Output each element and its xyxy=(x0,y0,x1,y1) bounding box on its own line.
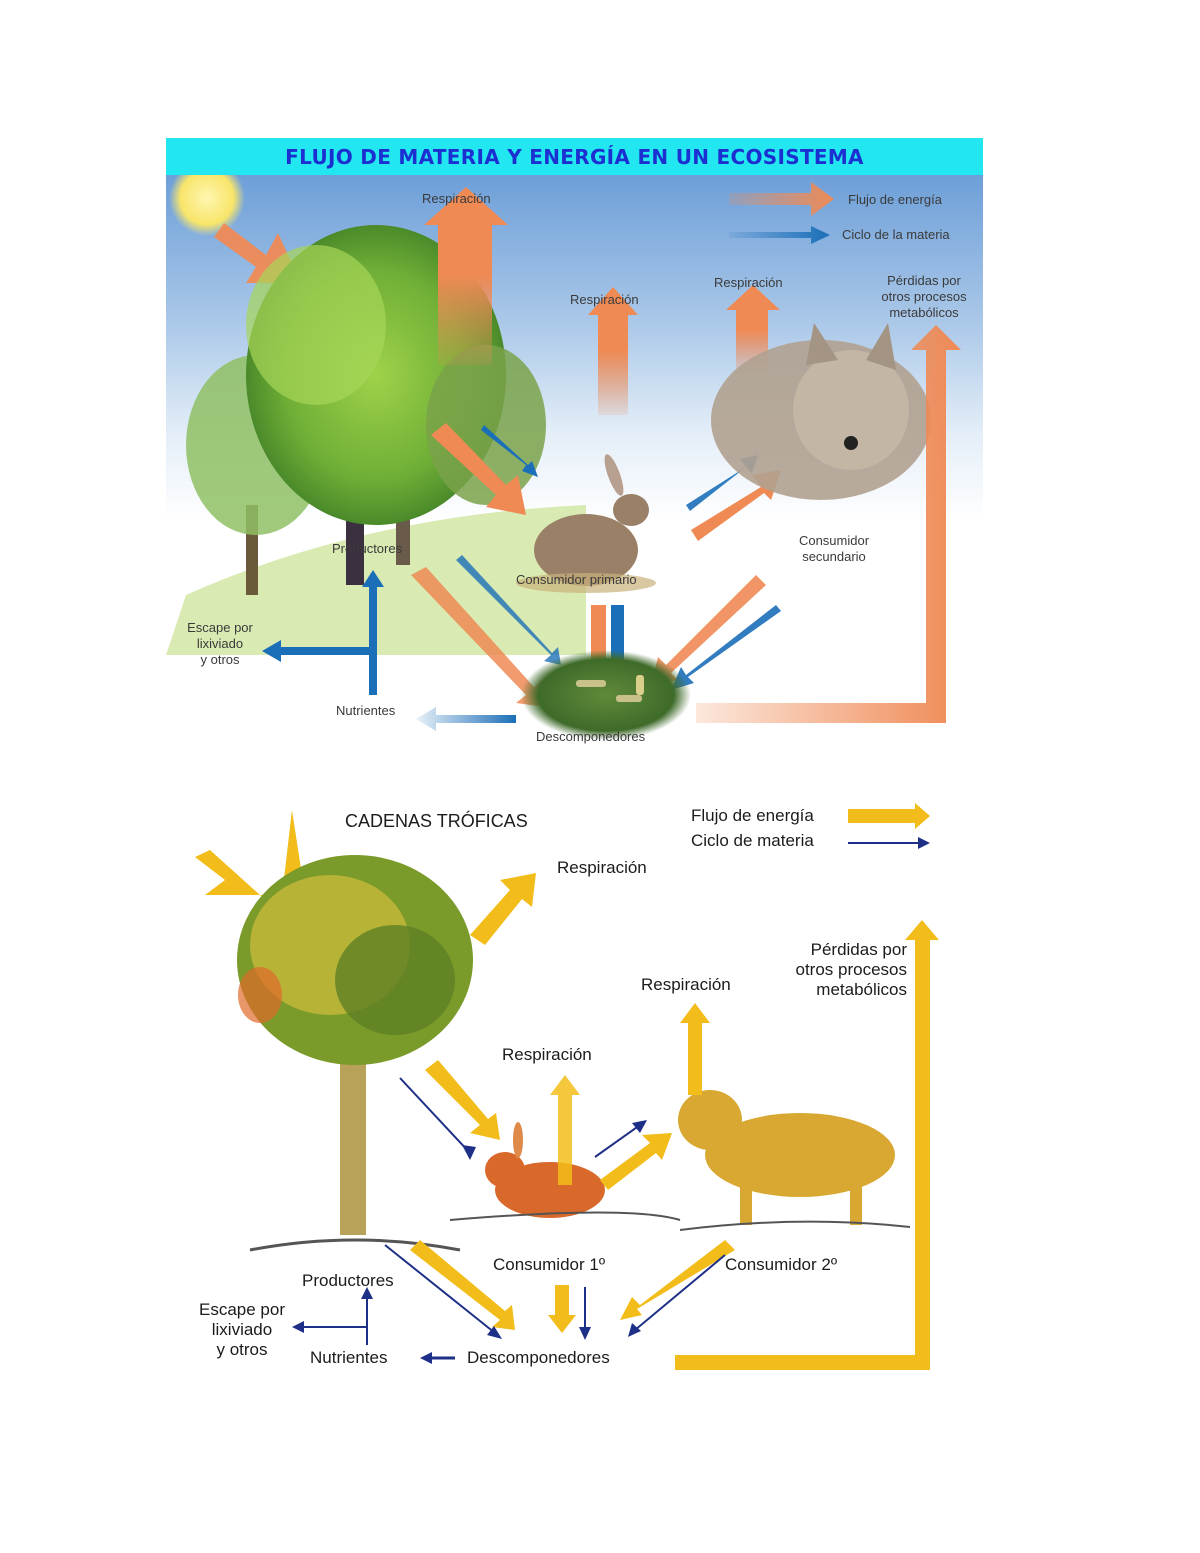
trophic-chains-diagram: CADENAS TRÓFICAS Flujo de energía Ciclo … xyxy=(180,795,940,1385)
respiration-secondary-label: Respiración xyxy=(641,975,731,994)
producers-label: Productores xyxy=(332,541,403,556)
legend-matter-arrow-icon xyxy=(729,226,830,244)
primary-consumer-label: Consumidor primario xyxy=(516,572,637,587)
producers-label: Productores xyxy=(302,1271,394,1290)
decomposers-label: Descomponedores xyxy=(536,729,646,744)
metabolic-losses-label: Pérdidas por otros procesos metabólicos xyxy=(881,273,967,320)
legend-energy-arrow-icon xyxy=(848,803,930,829)
title-bar: FLUJO DE MATERIA Y ENERGÍA EN UN ECOSIST… xyxy=(166,138,983,175)
legend-matter-arrow-icon xyxy=(848,837,930,849)
respiration-producers-label: Respiración xyxy=(422,191,491,206)
legend-energy-label: Flujo de energía xyxy=(691,806,814,825)
legend-energy-arrow-icon xyxy=(729,182,834,216)
decomposers-label: Descomponedores xyxy=(467,1348,610,1367)
nutrients-label: Nutrientes xyxy=(336,703,396,718)
respiration-secondary-label: Respiración xyxy=(714,275,783,290)
leaching-escape-label: Escape por lixiviado y otros xyxy=(187,620,253,667)
primary-consumer-label: Consumidor 1º xyxy=(493,1255,606,1274)
flow-arrows-graphic xyxy=(166,175,961,740)
respiration-producers-label: Respiración xyxy=(557,858,647,877)
secondary-consumer-label: Consumidor 2º xyxy=(725,1255,838,1274)
legend-matter-label: Ciclo de materia xyxy=(691,831,814,850)
trophic-arrows-graphic xyxy=(195,803,939,1370)
secondary-consumer-label: Consumidor secundario xyxy=(798,533,870,564)
sun-icon xyxy=(169,175,245,236)
nutrients-label: Nutrientes xyxy=(310,1348,388,1367)
respiration-primary-label: Respiración xyxy=(502,1045,592,1064)
metabolic-losses-label: Pérdidas por otros procesos metabólicos xyxy=(795,940,908,999)
leaching-escape-label: Escape por lixiviado y otros xyxy=(199,1300,285,1359)
ecosystem-flow-diagram: FLUJO DE MATERIA Y ENERGÍA EN UN ECOSIST… xyxy=(166,138,983,752)
ecosystem-scene: Flujo de energía Ciclo de la materia Res… xyxy=(166,175,983,752)
legend-matter-label: Ciclo de la materia xyxy=(842,227,950,242)
legend-energy-label: Flujo de energía xyxy=(848,192,942,207)
diagram-title: CADENAS TRÓFICAS xyxy=(345,811,528,831)
diagram-title: FLUJO DE MATERIA Y ENERGÍA EN UN ECOSIST… xyxy=(285,144,864,169)
respiration-primary-label: Respiración xyxy=(570,292,639,307)
